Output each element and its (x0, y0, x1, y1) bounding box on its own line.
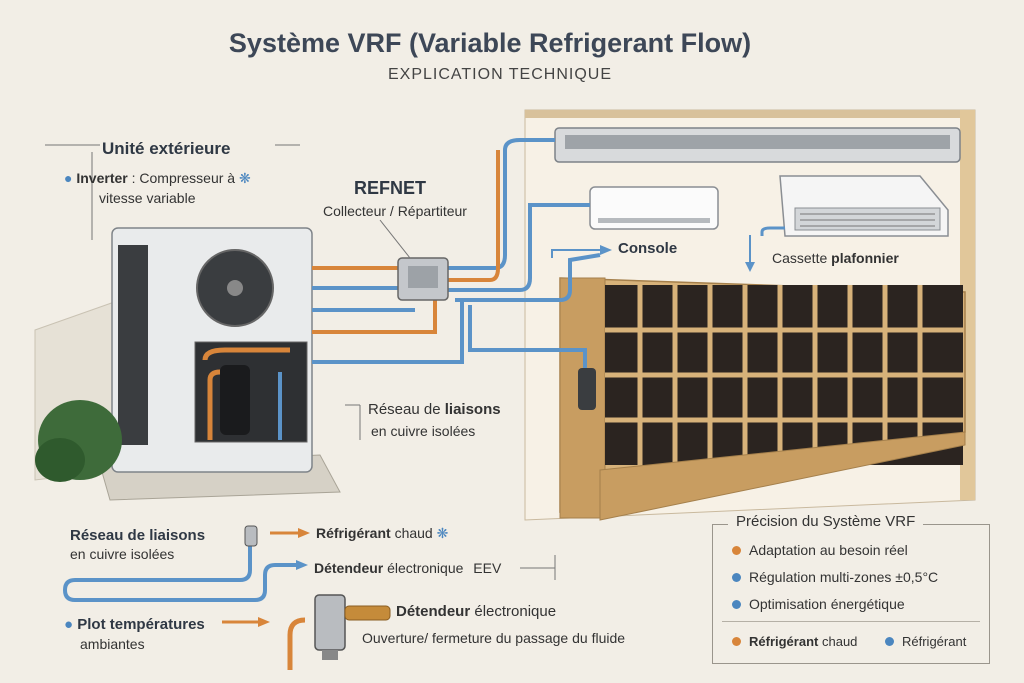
legend-footer-cold-text: Réfrigérant (902, 634, 967, 649)
outdoor-unit-heading: Unité extérieure (102, 139, 231, 158)
detendeur-desc: Ouverture/ fermeture du passage du fluid… (362, 630, 626, 646)
cassette-label: Cassette plafonnier (772, 250, 899, 266)
inverter-desc-2: vitesse variable (99, 190, 196, 206)
water-drop-icon (732, 600, 741, 609)
page-subtitle: EXPLICATION TECHNIQUE (388, 66, 612, 83)
legend-item-1: Adaptation au besoin réel (732, 542, 908, 558)
snowflake-sun-icon: ❋ (238, 170, 251, 186)
detendeur-title-rest: électronique (474, 603, 557, 620)
cassette-arrow (745, 235, 755, 272)
snowflake-sun-icon: ❋ (436, 525, 449, 541)
wine-shelf (559, 277, 966, 521)
network-mid-prefix: Réseau de (368, 401, 441, 418)
console-arrow (551, 245, 612, 258)
network-low-line2: en cuivre isolées (70, 546, 175, 562)
sensor-line1: ● Plot températures (64, 616, 205, 633)
network-mid-line2: en cuivre isolées (371, 423, 476, 439)
sensor-line1-text: Plot températures (77, 616, 205, 633)
wall-split-unit (589, 186, 719, 230)
legend-footer-hot-rest: chaud (821, 634, 858, 649)
sensor-line2: ambiantes (80, 636, 145, 652)
plant (35, 400, 122, 482)
legend-item-2-text: Régulation multi-zones ±0,5°C (749, 569, 939, 585)
legend-footer-hot: Réfrigérant chaud (732, 634, 857, 649)
water-drop-icon: ● (64, 616, 74, 633)
detendeur-title-bold: Détendeur (396, 603, 471, 620)
eev-valve-shelf (578, 368, 596, 410)
detendeur-title: Détendeur électronique (396, 603, 556, 620)
cassette-unit (779, 175, 949, 237)
inverter-desc-1: : Compresseur à (131, 170, 236, 186)
inverter-line: ● Inverter : Compresseur à ❋ (64, 170, 251, 187)
cassette-prefix: Cassette (772, 250, 828, 266)
cassette-bold: plafonnier (831, 250, 899, 266)
refnet-desc: Collecteur / Répartiteur (323, 203, 467, 219)
legend-item-2: Régulation multi-zones ±0,5°C (732, 569, 938, 585)
legend-title: Précision du Système VRF (728, 513, 924, 530)
eev-row-bold: Détendeur (314, 560, 384, 576)
legend-footer-hot-bold: Réfrigérant (749, 634, 819, 649)
eev-row-label: Détendeur électronique EEV (314, 560, 501, 576)
pipes (312, 138, 785, 370)
legend-item-3-text: Optimisation énergétique (749, 596, 905, 612)
hot-refrigerant-label: Réfrigérant chaud ❋ (316, 525, 448, 542)
orange-drop-icon (732, 637, 741, 646)
eev-row-suffix: EEV (473, 560, 502, 576)
leader-lines (45, 144, 556, 580)
ceiling-duct-unit (554, 127, 961, 163)
water-drop-icon: ● (64, 170, 73, 186)
water-drop-icon (885, 637, 894, 646)
legend-item-1-text: Adaptation au besoin réel (749, 542, 908, 558)
orange-dot-icon (732, 546, 741, 555)
hot-refrigerant-rest: chaud (394, 525, 433, 541)
refnet-heading: REFNET (354, 178, 426, 198)
eev-row-rest: électronique (387, 560, 464, 576)
legend-footer-cold: Réfrigérant (885, 634, 966, 649)
network-mid-bold: liaisons (444, 401, 501, 418)
console-label: Console (618, 240, 678, 257)
refnet-collector (397, 257, 449, 301)
valve-icon (244, 525, 258, 547)
network-low-line1: Réseau de liaisons (70, 527, 206, 544)
inverter-label: Inverter (76, 170, 128, 186)
hot-refrigerant-bold: Réfrigérant (316, 525, 391, 541)
network-mid-line1: Réseau de liaisons (368, 401, 501, 418)
water-drop-icon (732, 573, 741, 582)
page-title: Système VRF (Variable Refrigerant Flow) (228, 28, 752, 58)
legend-item-3: Optimisation énergétique (732, 596, 905, 612)
lower-diagram (62, 528, 310, 670)
legend-divider (722, 621, 980, 622)
eev-valve-illustration (314, 594, 391, 660)
